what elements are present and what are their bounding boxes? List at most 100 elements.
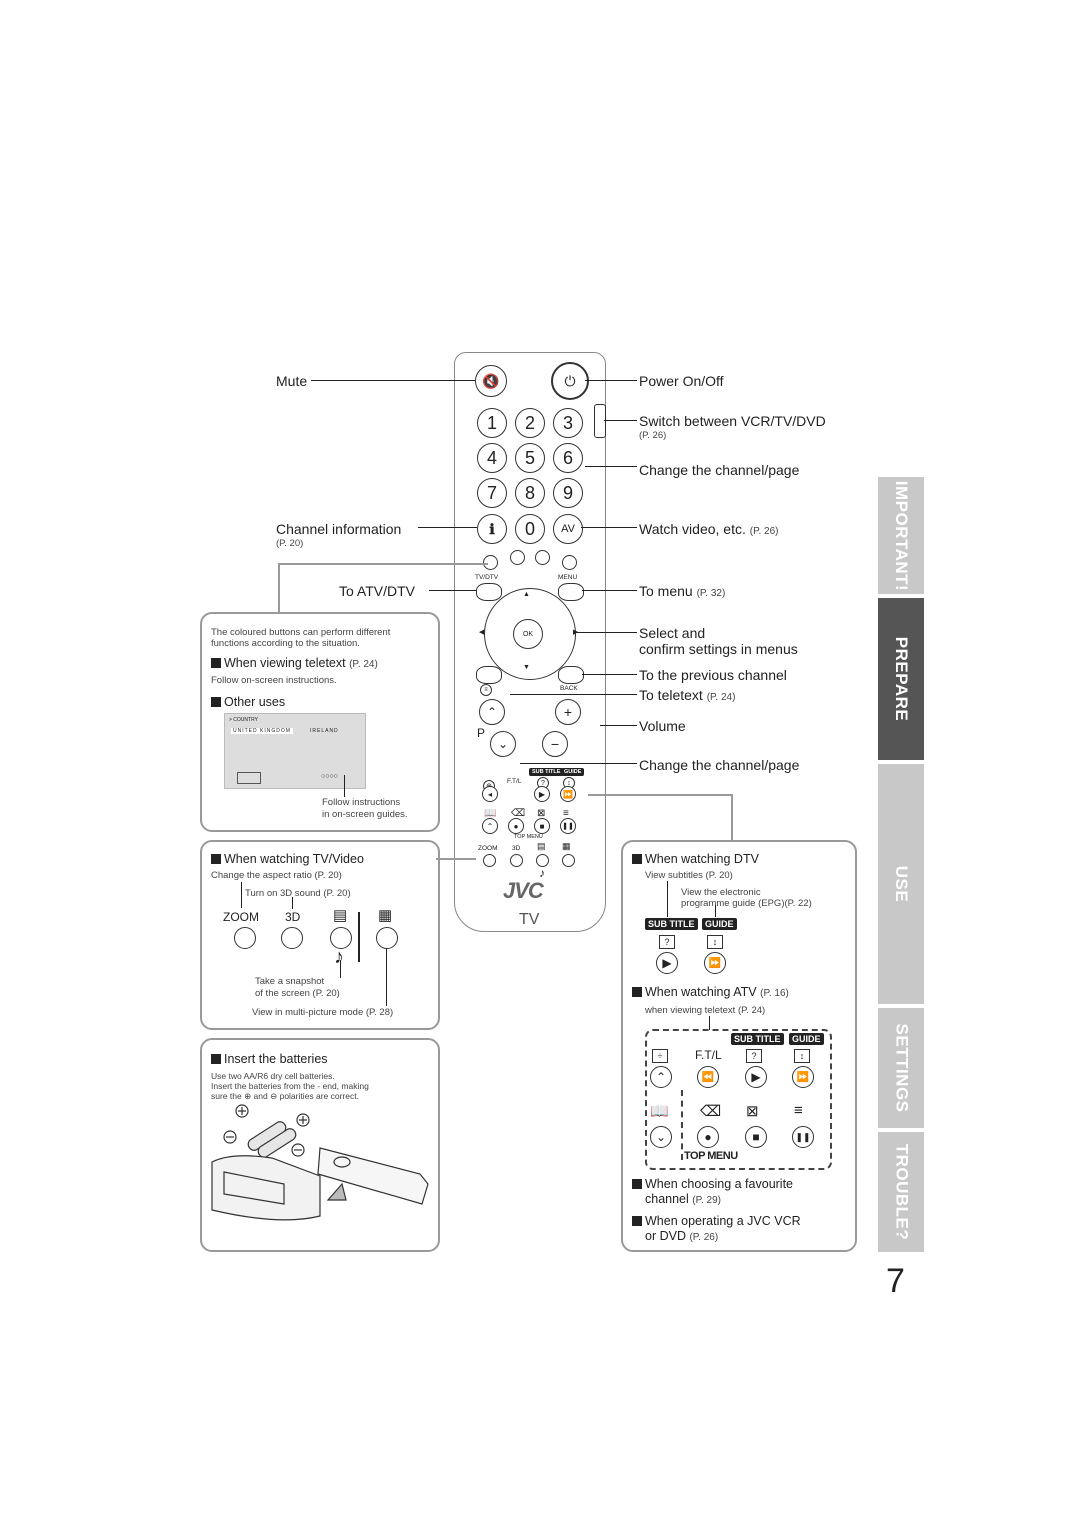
vcr-heading: When operating a JVC VCR bbox=[632, 1214, 801, 1228]
info-button[interactable]: ℹ bbox=[477, 514, 507, 544]
play-button-large[interactable]: ▶ bbox=[656, 952, 678, 974]
digit-7-button[interactable]: 7 bbox=[477, 478, 507, 508]
atv-head-text: When watching ATV bbox=[645, 985, 757, 999]
play-button-atv[interactable]: ▶ bbox=[745, 1066, 767, 1088]
back-label: BACK bbox=[560, 685, 578, 692]
digit-4-button[interactable]: 4 bbox=[477, 443, 507, 473]
stop-button[interactable]: ■ bbox=[534, 818, 550, 834]
top-menu-label-large: TOP MENU bbox=[684, 1150, 738, 1162]
green-button[interactable] bbox=[510, 550, 525, 565]
menu-button[interactable] bbox=[558, 583, 584, 601]
batteries-text-1: Use two AA/R6 dry cell batteries. bbox=[211, 1071, 335, 1081]
digit-3-button[interactable]: 3 bbox=[553, 408, 583, 438]
reveal-icon: ? bbox=[659, 935, 675, 949]
atv-heading: When watching ATV (P. 16) bbox=[632, 985, 789, 999]
rewind-button-atv[interactable]: ⏪ bbox=[697, 1066, 719, 1088]
tab-trouble[interactable]: TROUBLE? bbox=[878, 1132, 924, 1252]
watch-video-text: Watch video, etc. bbox=[639, 521, 746, 537]
leader-line bbox=[386, 948, 387, 1006]
tv-dtv-button[interactable] bbox=[476, 583, 502, 601]
zoom-label: ZOOM bbox=[478, 845, 498, 852]
aspect-ratio-text: Change the aspect ratio (P. 20) bbox=[211, 870, 342, 881]
switch-ref: (P. 26) bbox=[639, 430, 667, 441]
arrow-right-icon[interactable]: ▶ bbox=[573, 629, 579, 636]
screen-uk-option: UNITED KINGDOM bbox=[231, 728, 293, 734]
digit-9-button[interactable]: 9 bbox=[553, 478, 583, 508]
stop-up-button[interactable]: ⌃ bbox=[482, 818, 498, 834]
vcr-tv-dvd-switch[interactable] bbox=[594, 404, 606, 438]
favourite-heading: When choosing a favourite bbox=[632, 1177, 793, 1191]
pause-button-atv[interactable]: ❚❚ bbox=[792, 1126, 814, 1148]
cancel-icon: ⊠ bbox=[537, 808, 546, 819]
red-button[interactable] bbox=[483, 555, 498, 570]
yellow-button[interactable] bbox=[535, 550, 550, 565]
snapshot-icon: ▤ bbox=[537, 841, 546, 851]
tab-important[interactable]: IMPORTANT! bbox=[878, 477, 924, 594]
snapshot-button-large[interactable] bbox=[330, 927, 352, 949]
digit-1-button[interactable]: 1 bbox=[477, 408, 507, 438]
multi-picture-button-large[interactable] bbox=[376, 927, 398, 949]
leader-line bbox=[292, 897, 293, 909]
snapshot-button[interactable] bbox=[536, 854, 549, 867]
leader-line bbox=[510, 694, 637, 695]
connector-line bbox=[278, 563, 488, 615]
subtitles-text: View subtitles (P. 20) bbox=[645, 870, 733, 881]
teletext-button[interactable] bbox=[476, 666, 502, 684]
multi-picture-icon: ▦ bbox=[562, 841, 571, 851]
digit-6-button[interactable]: 6 bbox=[553, 443, 583, 473]
tab-settings[interactable]: SETTINGS bbox=[878, 1008, 924, 1128]
watch-video-ref: (P. 26) bbox=[749, 526, 779, 537]
av-button[interactable]: AV bbox=[553, 514, 583, 544]
leader-line bbox=[344, 775, 345, 797]
leader-line bbox=[709, 1016, 710, 1030]
tv-dtv-label: TV/DTV bbox=[475, 574, 499, 581]
digit-0-button[interactable]: 0 bbox=[515, 514, 545, 544]
guide-badge-atv: GUIDE bbox=[789, 1033, 824, 1045]
mute-button[interactable]: 🔇 bbox=[475, 365, 507, 397]
arrow-left-icon[interactable]: ◀ bbox=[479, 629, 485, 636]
index-icon: 📖 bbox=[484, 808, 497, 819]
forward-button[interactable]: ⏩ bbox=[560, 786, 576, 802]
volume-down-button[interactable]: − bbox=[542, 731, 568, 757]
record-button-atv[interactable]: ● bbox=[697, 1126, 719, 1148]
play-button[interactable]: ▶ bbox=[534, 786, 550, 802]
leader-line bbox=[585, 380, 637, 381]
tab-use[interactable]: USE bbox=[878, 764, 924, 1004]
jvc-logo: JVC bbox=[503, 878, 544, 903]
forward-button-large[interactable]: ⏩ bbox=[704, 952, 726, 974]
arrow-down-icon[interactable]: ▼ bbox=[523, 664, 530, 671]
arrow-up-icon[interactable]: ▲ bbox=[523, 591, 530, 598]
mute-label: Mute bbox=[276, 373, 308, 389]
zoom-button-large[interactable] bbox=[234, 927, 256, 949]
zoom-button[interactable] bbox=[483, 854, 496, 867]
guide-badge: GUIDE bbox=[561, 768, 585, 776]
power-button[interactable]: ⏻ bbox=[551, 362, 589, 400]
rewind-button[interactable]: ◂ bbox=[482, 786, 498, 802]
ftl-label: F.T/L bbox=[507, 778, 522, 785]
back-button[interactable] bbox=[558, 666, 584, 684]
leader-line bbox=[577, 632, 637, 633]
tab-prepare[interactable]: PREPARE bbox=[878, 598, 924, 760]
digit-5-button[interactable]: 5 bbox=[515, 443, 545, 473]
tab-use-label: USE bbox=[892, 865, 911, 903]
record-button[interactable]: ● bbox=[508, 818, 524, 834]
volume-up-button[interactable]: + bbox=[555, 699, 581, 725]
digit-8-button[interactable]: 8 bbox=[515, 478, 545, 508]
forward-button-atv[interactable]: ⏩ bbox=[792, 1066, 814, 1088]
top-menu-label: TOP MENU bbox=[514, 834, 543, 840]
pause-button[interactable]: ❚❚ bbox=[560, 818, 576, 834]
cancel-icon-atv: ⊠ bbox=[746, 1103, 759, 1120]
blue-button[interactable] bbox=[562, 555, 577, 570]
channel-down-button[interactable]: ⌄ bbox=[490, 731, 516, 757]
up-button-atv[interactable]: ⌃ bbox=[650, 1066, 672, 1088]
screen-nav-icon bbox=[237, 772, 261, 784]
channel-up-button[interactable]: ⌃ bbox=[479, 699, 505, 725]
stop-button-atv[interactable]: ■ bbox=[745, 1126, 767, 1148]
digit-2-button[interactable]: 2 bbox=[515, 408, 545, 438]
3d-button[interactable] bbox=[510, 854, 523, 867]
select-label: Select and bbox=[639, 625, 706, 641]
3d-button-large[interactable] bbox=[281, 927, 303, 949]
ok-button[interactable]: OK bbox=[513, 619, 543, 649]
stop-up-button-atv[interactable]: ⌄ bbox=[650, 1126, 672, 1148]
multi-picture-button[interactable] bbox=[562, 854, 575, 867]
